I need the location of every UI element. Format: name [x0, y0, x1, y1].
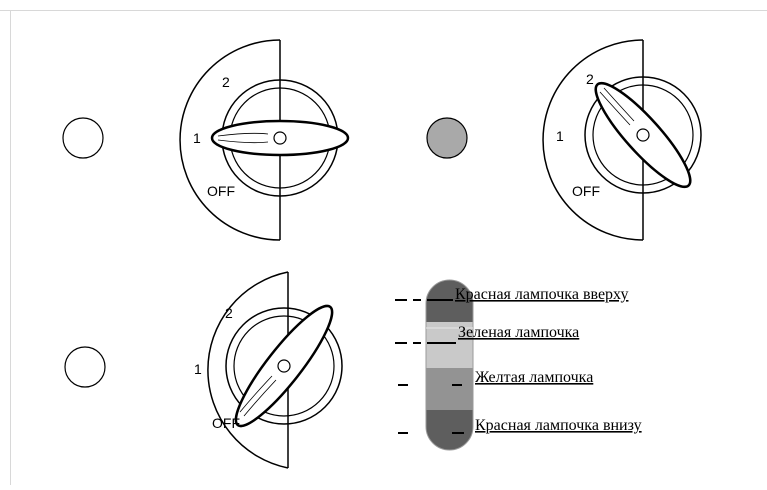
- dial-ring-inner-2: [592, 84, 694, 186]
- switch-2: 2 1 OFF: [426, 39, 702, 241]
- knob-pivot-2: [636, 128, 650, 142]
- signal-tower: Красная лампочка вверху Зеленая лампочка…: [395, 279, 642, 451]
- tower-segment-red-bottom: [426, 410, 473, 450]
- label-2-sw1: 2: [222, 74, 230, 90]
- switch-1: 2 1 OFF: [62, 39, 350, 241]
- knob-pointer-1: [217, 132, 269, 144]
- legend-red-top: Красная лампочка вверху: [455, 286, 628, 303]
- label-1-sw2: 1: [556, 128, 564, 144]
- label-2-sw2: 2: [586, 71, 594, 87]
- label-1-sw1: 1: [193, 130, 201, 146]
- legend-red-bottom: Красная лампочка внизу: [475, 417, 642, 434]
- label-off-sw1: OFF: [207, 183, 235, 199]
- knob-pivot-1: [273, 131, 287, 145]
- indicator-lamp-1: [62, 117, 104, 159]
- label-off-sw3: OFF: [212, 415, 240, 431]
- tower-outline: [425, 279, 474, 451]
- legend-yellow: Желтая лампочка: [475, 369, 593, 386]
- legend-green: Зеленая лампочка: [458, 324, 579, 341]
- dial-ring-outer-2: [584, 76, 702, 194]
- dial-ring-outer-3: [225, 307, 343, 425]
- switch-3: 2 1 OFF: [64, 271, 343, 469]
- label-off-sw2: OFF: [572, 183, 600, 199]
- dial-plate-3: [207, 271, 289, 469]
- dial-plate-2: [542, 39, 644, 241]
- label-1-sw3: 1: [194, 361, 202, 377]
- indicator-lamp-2: [426, 117, 468, 159]
- leader-lines: [395, 299, 464, 434]
- label-2-sw3: 2: [225, 305, 233, 321]
- dial-ring-inner-3: [233, 315, 335, 417]
- tower-segment-yellow: [426, 368, 473, 410]
- tower-segment-green: [426, 322, 473, 368]
- knob-pointer-2: [599, 87, 635, 126]
- knob-pointer-3: [239, 375, 277, 417]
- knob-pivot-3: [277, 359, 291, 373]
- indicator-lamp-3: [64, 346, 106, 388]
- dial-plate-1: [179, 39, 281, 241]
